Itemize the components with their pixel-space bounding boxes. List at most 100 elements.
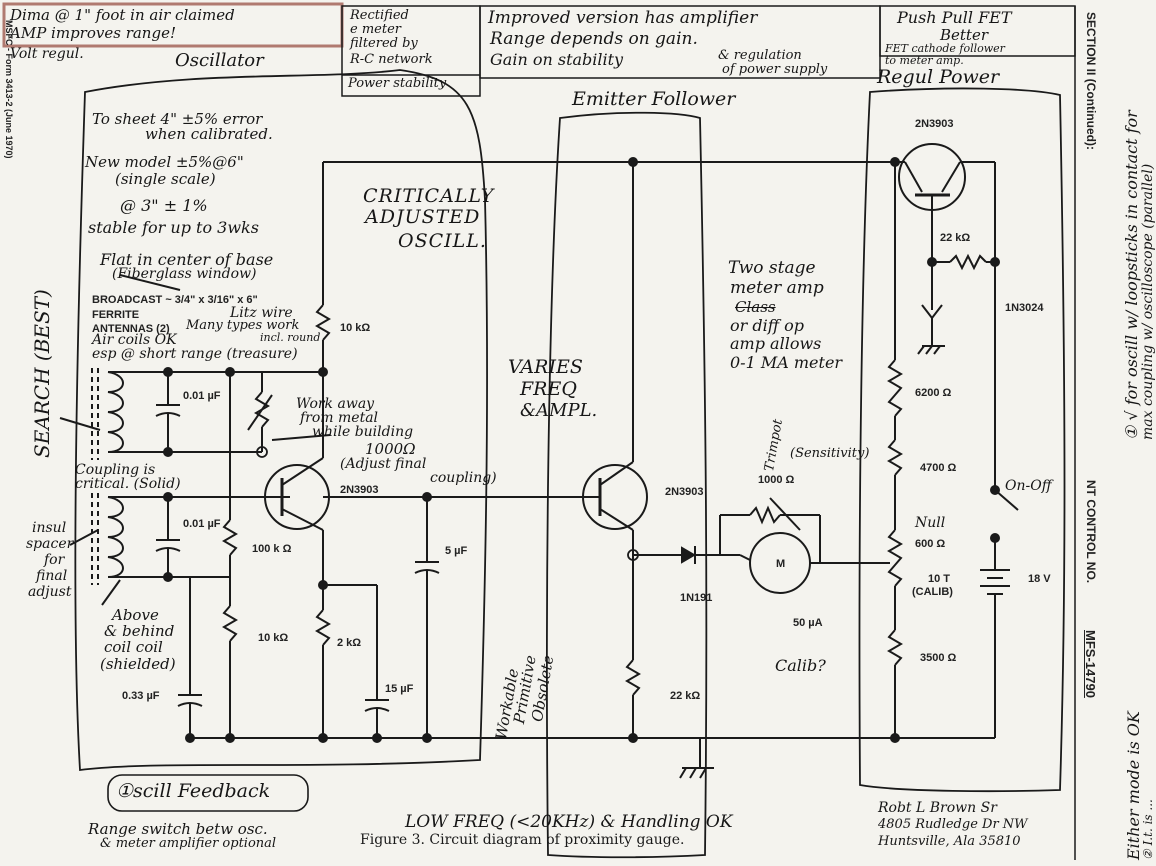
note-flat-2: (Fiberglass window) — [112, 266, 257, 282]
note-sheet-2: when calibrated. — [145, 125, 273, 143]
figure-caption: Figure 3. Circuit diagram of proximity g… — [360, 832, 685, 848]
note-two-stage-3: Class — [735, 298, 776, 316]
note-power-stability: Power stability — [348, 76, 447, 91]
label-emitter-follower: Emitter Follower — [572, 88, 736, 110]
note-above-2: & behind — [104, 622, 175, 640]
note-on-off: On-Off — [1005, 478, 1052, 494]
feedback-box — [107, 774, 309, 812]
note-improved-5: of power supply — [722, 62, 828, 77]
note-top-1: Dima @ 1" foot in air claimed — [10, 6, 235, 24]
label-diode: 1N191 — [680, 592, 713, 604]
note-author-2: 4805 Rudledge Dr NW — [878, 817, 1028, 832]
note-insul-2: spacer — [26, 536, 74, 552]
note-flat-1: Flat in center of base — [100, 250, 274, 269]
note-rectified-2: e meter — [350, 22, 401, 37]
label-zener: 1N3024 — [1005, 302, 1044, 314]
note-at3-2: stable for up to 3wks — [88, 218, 259, 237]
label-form-no: MSFC - Form 3413-2 (June 1970) — [4, 20, 14, 159]
note-insul-3: for — [44, 552, 65, 568]
note-above-4: (shielded) — [100, 655, 176, 673]
note-critically-3: OSCILL. — [398, 230, 487, 252]
label-battery: 18 V — [1028, 573, 1051, 585]
note-1000ohm: 1000Ω — [365, 440, 416, 458]
label-broadcast: BROADCAST ~ 3/4" x 3/16" x 6" — [92, 294, 258, 306]
note-improved-2: Range depends on gain. — [490, 29, 698, 49]
note-insul-1: insul — [32, 520, 67, 536]
label-c5u: 5 µF — [445, 545, 468, 557]
label-c033: 0.33 µF — [122, 690, 160, 702]
note-litz: Litz wire — [230, 305, 293, 321]
label-turns: 10 T — [928, 573, 951, 585]
label-calib: (CALIB) — [912, 586, 953, 598]
label-r10k-b: 10 kΩ — [258, 632, 289, 644]
note-two-stage-5: amp allows — [730, 334, 822, 353]
note-at3-1: @ 3" ± 1% — [120, 196, 208, 215]
note-sensitivity: (Sensitivity) — [790, 446, 870, 461]
regulator-region — [858, 87, 1066, 793]
label-r100k: 100 k Ω — [252, 543, 292, 555]
label-r4700: 4700 Ω — [920, 462, 957, 474]
note-new-model-2: (single scale) — [115, 170, 216, 188]
label-r2k: 2 kΩ — [337, 637, 362, 649]
oscillator-region — [74, 69, 488, 772]
note-new-model-1: New model ±5%@6" — [85, 153, 244, 171]
note-two-stage-2: meter amp — [730, 278, 824, 298]
note-air-coils: Air coils OK — [92, 332, 177, 348]
note-above-3: coil coil — [104, 638, 163, 656]
note-varies-2: FREQ — [520, 378, 577, 400]
label-r3500: 3500 Ω — [920, 652, 957, 664]
note-adjust-final-1: (Adjust final — [340, 456, 427, 472]
note-range-switch-2: & meter amplifier optional — [100, 836, 277, 851]
label-antennas: ANTENNAS (2) — [92, 323, 170, 335]
note-volt-regul: Volt regul. — [10, 46, 84, 62]
note-pushpull-2: Better — [940, 26, 989, 44]
note-esp: esp @ short range (treasure) — [92, 346, 298, 362]
note-right-1: ① √ for oscill w/ loopsticks in contact … — [1122, 110, 1141, 440]
label-section: SECTION II (Continued): — [1084, 12, 1098, 150]
note-author-1: Robt L Brown Sr — [878, 800, 997, 816]
label-q1: 2N3903 — [340, 484, 379, 496]
note-fet-2: to meter amp. — [885, 54, 964, 67]
note-work-away-2: from metal — [300, 410, 379, 426]
note-improved-3: Gain on stability — [490, 50, 624, 69]
label-ferrite: FERRITE — [92, 309, 140, 321]
note-rectified-1: Rectified — [350, 8, 409, 23]
note-rectified-4: R-C network — [350, 52, 433, 67]
note-work-away-1: Work away — [296, 396, 375, 412]
note-work-away-3: while building — [312, 424, 414, 440]
note-critically-1: CRITICALLY — [363, 185, 495, 207]
label-r600: 600 Ω — [915, 538, 946, 550]
note-two-stage-1: Two stage — [728, 258, 816, 278]
note-above-1: Above — [112, 606, 159, 624]
note-low-freq: LOW FREQ (<20KHz) & Handling OK — [405, 812, 733, 832]
note-two-stage-4: or diff op — [730, 316, 805, 335]
note-right-2: max coupling w/ oscilloscope (parallel) — [1140, 163, 1156, 440]
label-search-best: SEARCH (BEST) — [30, 289, 54, 458]
junction-dots — [163, 157, 1000, 743]
note-two-stage-6: 0-1 MA meter — [730, 353, 843, 372]
label-r10k: 10 kΩ — [340, 322, 371, 334]
note-sheet-1: To sheet 4" ±5% error — [92, 110, 263, 128]
note-right-4: ② I.t. is ... — [1141, 799, 1155, 860]
note-many-types: Many types work — [186, 318, 300, 333]
note-improved-4: & regulation — [718, 48, 802, 63]
label-mfs: MFS-14790 — [1083, 630, 1098, 698]
note-incl-round: incl. round — [260, 331, 321, 344]
label-q2: 2N3903 — [665, 486, 704, 498]
note-insul-5: adjust — [28, 584, 72, 600]
emitter-follower-region — [546, 111, 708, 859]
label-r22k-b: 22 kΩ — [670, 690, 701, 702]
note-pushpull-1: Push Pull FET — [897, 8, 1012, 27]
label-oscill-feedback: ①scill Feedback — [116, 780, 271, 802]
label-c001b: 0.01 µF — [183, 518, 221, 530]
label-c001a: 0.01 µF — [183, 390, 221, 402]
note-fet: FET cathode follower — [885, 42, 1005, 55]
note-adjust-final-2: coupling) — [430, 470, 497, 486]
note-critically-2: ADJUSTED — [365, 206, 481, 228]
note-author-3: Huntsville, Ala 35810 — [878, 834, 1021, 849]
label-pot1000: 1000 Ω — [758, 474, 795, 486]
label-meter-ua: 50 µA — [793, 617, 823, 629]
note-insul-4: final — [36, 568, 68, 584]
